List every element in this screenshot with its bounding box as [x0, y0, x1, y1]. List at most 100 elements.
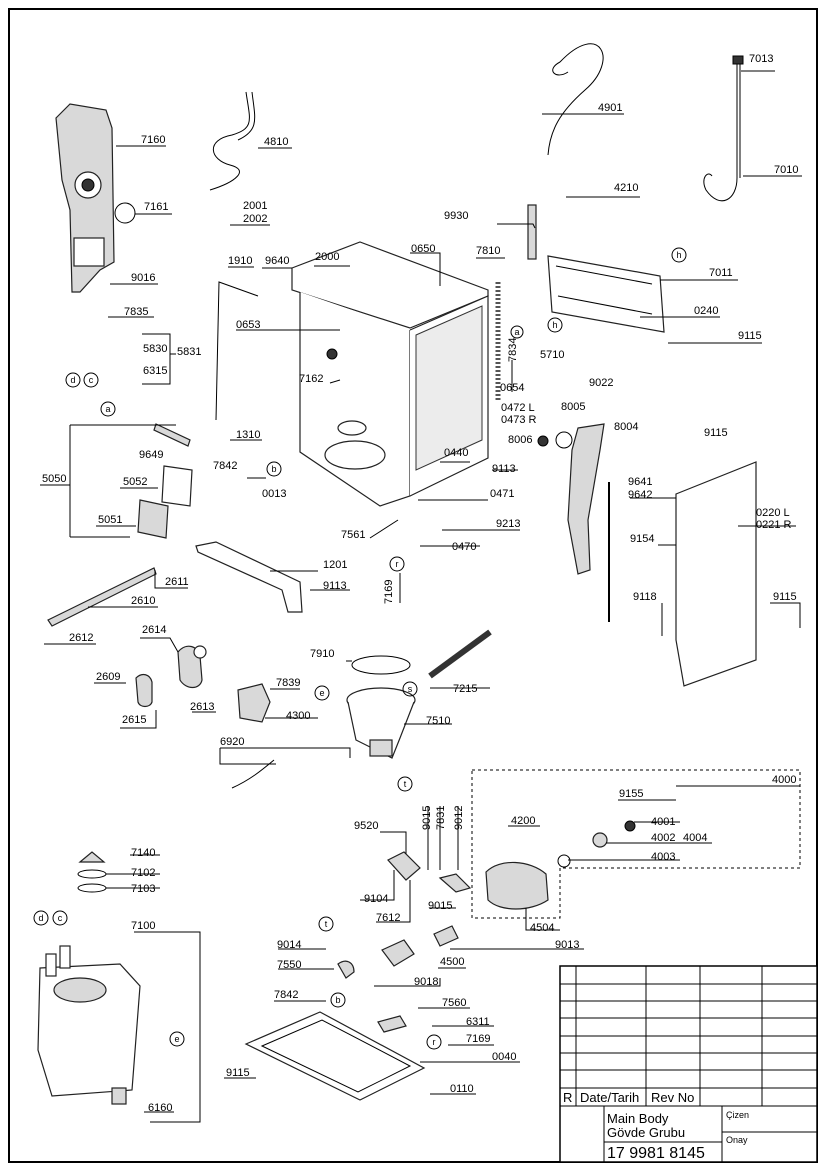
- part-cable-harness-4810: [209, 91, 256, 191]
- part-7560: [377, 1015, 407, 1033]
- label-6311: 6311: [466, 1016, 490, 1028]
- part-group-4000-outline: [471, 769, 801, 919]
- label-1310: 1310: [236, 429, 260, 441]
- label-7560: 7560: [442, 997, 466, 1009]
- title-govde-grubu: Gövde Grubu: [607, 1125, 685, 1140]
- marker-d-bottom: d: [33, 910, 49, 926]
- label-9649: 9649: [139, 449, 163, 461]
- label-9104: 9104: [364, 893, 388, 905]
- label-0653: 0653: [236, 319, 260, 331]
- label-9115-b: 9115: [704, 427, 728, 439]
- label-7215: 7215: [453, 683, 477, 695]
- marker-c-top: c: [83, 372, 99, 388]
- label-2612: 2612: [69, 632, 93, 644]
- part-4001: [624, 820, 636, 832]
- marker-e-top: e: [314, 685, 330, 701]
- label-5831: 5831: [177, 346, 201, 358]
- svg-text:b: b: [271, 464, 276, 474]
- label-4200: 4200: [511, 815, 535, 827]
- label-4001: 4001: [651, 816, 675, 828]
- svg-text:c: c: [89, 375, 94, 385]
- label-7140: 7140: [131, 847, 155, 859]
- svg-text:t: t: [325, 919, 328, 929]
- marker-c-bottom: c: [52, 910, 68, 926]
- label-7550: 7550: [277, 959, 301, 971]
- label-9642: 9642: [628, 489, 652, 501]
- label-9155: 9155: [619, 788, 643, 800]
- label-2001: 2001: [243, 200, 267, 212]
- label-2609: 2609: [96, 671, 120, 683]
- part-4500: [433, 925, 459, 947]
- label-5710: 5710: [540, 349, 564, 361]
- part-strip-2610: [47, 567, 157, 627]
- label-9930: 9930: [444, 210, 468, 222]
- label-7011: 7011: [709, 267, 733, 279]
- part-heater-7215: [428, 629, 492, 679]
- title-drawn-label: Çizen: [726, 1110, 749, 1120]
- label-8004: 8004: [614, 421, 638, 433]
- label-0471: 0471: [490, 488, 514, 500]
- label-4000: 4000: [772, 774, 796, 786]
- label-4003: 4003: [651, 851, 675, 863]
- label-9014: 9014: [277, 939, 301, 951]
- label-9115-a: 9115: [738, 330, 762, 342]
- part-softener-7100: [37, 945, 141, 1097]
- svg-text:a: a: [514, 327, 519, 337]
- part-spray-arm-8004: [567, 423, 605, 575]
- part-motor-4000: [485, 861, 549, 910]
- label-5052: 5052: [123, 476, 147, 488]
- label-1910: 1910: [228, 255, 252, 267]
- part-ring-7102: [77, 869, 107, 879]
- label-7810: 7810: [476, 245, 500, 257]
- part-2609: [135, 673, 153, 708]
- label-9015-b: 9015: [428, 900, 452, 912]
- title-main-body: Main Body: [607, 1111, 669, 1126]
- label-9520: 9520: [354, 820, 378, 832]
- label-0040: 0040: [492, 1051, 516, 1063]
- label-2000: 2000: [315, 251, 339, 263]
- part-valve-9104: [387, 851, 421, 881]
- label-9213: 9213: [496, 518, 520, 530]
- part-4002: [592, 832, 608, 848]
- label-1201: 1201: [323, 559, 347, 571]
- part-rear-panel-0240: [547, 255, 665, 333]
- label-8005: 8005: [561, 401, 585, 413]
- svg-text:h: h: [676, 250, 681, 260]
- part-9018: [381, 939, 415, 967]
- label-0221: 0221 R: [756, 519, 792, 531]
- label-7834: 7834: [507, 338, 519, 362]
- title-revision-letter: R: [563, 1090, 572, 1105]
- marker-h-rear: h: [547, 317, 563, 333]
- part-pipe-7810: [527, 204, 537, 260]
- label-9018: 9018: [414, 976, 438, 988]
- marker-r-top: r: [389, 556, 405, 572]
- label-9641: 9641: [628, 476, 652, 488]
- label-5050: 5050: [42, 473, 66, 485]
- label-6920: 6920: [220, 736, 244, 748]
- label-9115-d: 9115: [226, 1067, 250, 1079]
- label-7161: 7161: [144, 201, 168, 213]
- label-9022: 9022: [589, 377, 613, 389]
- label-7100: 7100: [131, 920, 155, 932]
- part-sump-7510: [346, 687, 416, 759]
- part-bracket-1201: [195, 541, 303, 613]
- marker-t-top: t: [397, 776, 413, 792]
- label-4810: 4810: [264, 136, 288, 148]
- part-power-cable-4901: [547, 43, 604, 156]
- part-pump-4300: [237, 683, 271, 723]
- label-6315: 6315: [143, 365, 167, 377]
- part-inlet-hose-7010: [703, 60, 741, 202]
- label-7169-b: 7169: [466, 1033, 490, 1045]
- label-7561: 7561: [341, 529, 365, 541]
- label-7169-a: 7169: [383, 580, 395, 604]
- svg-text:e: e: [319, 688, 324, 698]
- label-6160: 6160: [148, 1102, 172, 1114]
- label-9640: 9640: [265, 255, 289, 267]
- marker-d-top: d: [65, 372, 81, 388]
- label-7510: 7510: [426, 715, 450, 727]
- label-2614: 2614: [142, 624, 166, 636]
- label-4004: 4004: [683, 832, 707, 844]
- label-0470: 0470: [452, 541, 476, 553]
- title-rev-label: Rev No: [651, 1090, 694, 1105]
